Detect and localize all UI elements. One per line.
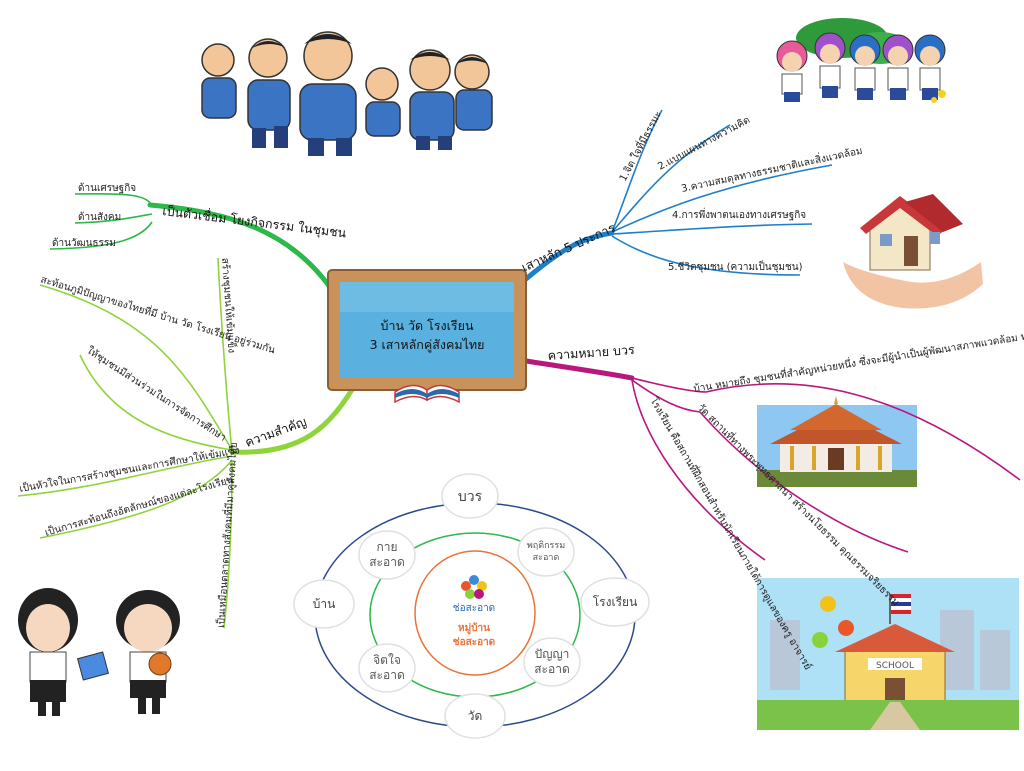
branch-label-connect: เป็นตัวเชื่อม โยงกิจกรรม ในชุมชน bbox=[162, 202, 348, 241]
cycle-bottom-label: วัด bbox=[468, 709, 483, 723]
school-sign-text: SCHOOL bbox=[876, 661, 914, 671]
importance-item-2: สะท้อนภูมิปัญญาของไทยที่มี บ้าน วัด โรงเ… bbox=[39, 271, 277, 356]
house-in-hands-illustration bbox=[843, 194, 983, 309]
meaning-item-1: บ้าน หมายถึง ชุมชนที่สำคัญหน่วยหนึ่ง ซึ่… bbox=[692, 321, 1024, 395]
open-book-icon bbox=[394, 384, 460, 404]
pillar-item-3: 3.ความสมดุลทางธรรมชาติและสิ่งแวดล้อม bbox=[680, 143, 864, 195]
branch-line-meaning bbox=[517, 357, 635, 381]
connect-item-3: ด้านวัฒนธรรม bbox=[52, 237, 116, 249]
sub-line-importance-2 bbox=[39, 284, 233, 451]
branch-line-importance bbox=[229, 382, 358, 455]
sub-line-importance-3 bbox=[79, 354, 233, 451]
sub-line-meaning-1 bbox=[631, 377, 1021, 481]
kids-running-illustration bbox=[201, 31, 493, 156]
center-board: บ้าน วัด โรงเรียน 3 เสาหลักคู่สังคมไทย bbox=[327, 269, 527, 404]
sub-line-meaning-2 bbox=[631, 379, 909, 553]
sub-line-pillars-2 bbox=[611, 124, 731, 233]
cycle-center-line2: ช่อสะอาด bbox=[453, 636, 495, 648]
center-title-line1: บ้าน วัด โรงเรียน bbox=[381, 318, 474, 333]
branch-label-pillars: เสาหลัก 5 ประการ bbox=[519, 220, 618, 275]
kids-group-illustration bbox=[776, 18, 946, 103]
pillar-item-5: 5.ชีวิตชุมชน (ความเป็นชุมชน) bbox=[668, 259, 803, 273]
inner-ring bbox=[414, 550, 536, 676]
connect-item-2: ด้านสังคม bbox=[78, 211, 121, 223]
branch-line-pillars bbox=[517, 230, 615, 287]
flower-logo-icon bbox=[461, 575, 487, 599]
sub-line-importance-5 bbox=[39, 459, 233, 539]
branch-label-meaning: ความหมาย บวร bbox=[547, 342, 635, 363]
center-title-line2: 3 เสาหลักคู่สังคมไทย bbox=[370, 337, 485, 353]
cycle-inner-wisdom: ปัญญาสะอาด bbox=[534, 647, 570, 676]
cycle-logo-text: ช่อสะอาด bbox=[453, 603, 495, 614]
sub-line-importance-6 bbox=[223, 461, 233, 629]
school-illustration: SCHOOL bbox=[757, 578, 1019, 730]
sub-line-pillars-4 bbox=[611, 223, 813, 235]
sub-line-connect-3 bbox=[49, 221, 153, 250]
cycle-top-label: บวร bbox=[458, 489, 483, 505]
pillar-item-4: 4.การพึ่งพาตนเองทางเศรษฐกิจ bbox=[672, 207, 806, 221]
connect-item-1: ด้านเศรษฐกิจ bbox=[78, 182, 136, 194]
cycle-right-label: โรงเรียน bbox=[593, 595, 638, 609]
sub-line-pillars-1 bbox=[611, 109, 663, 233]
cycle-inner-mind: จิตใจสะอาด bbox=[369, 653, 405, 682]
pillar-item-2: 2.แบบแผนทางความคิด bbox=[656, 115, 752, 173]
sub-line-importance-4 bbox=[17, 455, 233, 497]
sub-line-meaning-3 bbox=[631, 379, 766, 561]
cycle-left-label: บ้าน bbox=[313, 597, 336, 611]
cycle-center-line1: หมู่บ้าน bbox=[458, 622, 490, 635]
sub-line-importance-1 bbox=[217, 257, 233, 453]
pillar-item-1: 1.จิต ใจที่มีธรรมะ bbox=[615, 108, 664, 183]
students-illustration bbox=[18, 588, 180, 716]
cycle-inner-body: กายสะอาด bbox=[369, 540, 405, 569]
sub-line-pillars-3 bbox=[611, 164, 833, 233]
branch-line-connect bbox=[147, 202, 335, 293]
sub-line-connect-1 bbox=[74, 192, 153, 206]
sub-line-connect-2 bbox=[74, 213, 153, 224]
bawon-cycle-diagram: บวร บ้าน โรงเรียน วัด กายสะอาด พฤติกรรมสะ… bbox=[293, 473, 650, 739]
temple-photo bbox=[757, 396, 917, 487]
importance-item-6: เป็นเหมือนตลาดทางสังคมที่มีมาคู่สังคมไทย bbox=[213, 442, 240, 628]
cycle-inner-behavior: พฤติกรรมสะอาด bbox=[527, 540, 565, 563]
sub-line-pillars-5 bbox=[611, 235, 801, 276]
branch-label-importance: ความสำคัญ bbox=[243, 414, 309, 450]
